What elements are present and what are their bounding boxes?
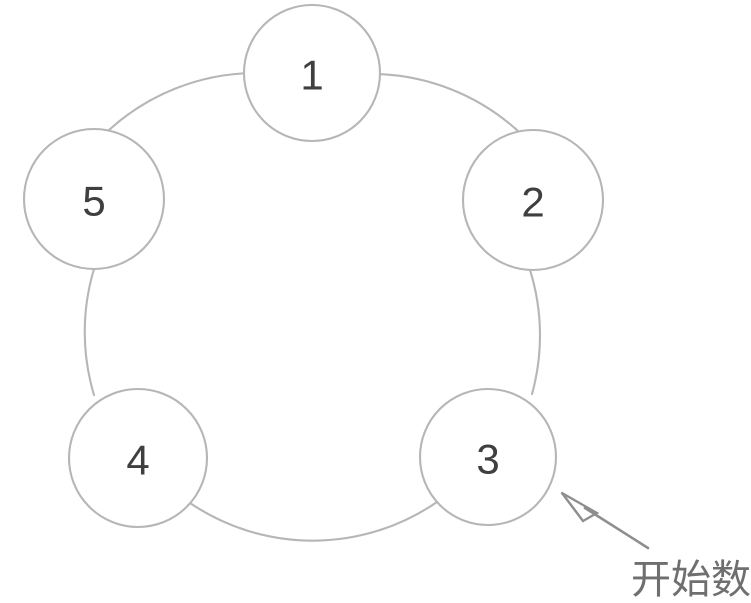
node-label-5: 5: [82, 178, 105, 225]
node-circle-2[interactable]: [461, 128, 605, 272]
arc-2-to-3: [528, 268, 542, 396]
node-circle-1[interactable]: [242, 3, 382, 143]
node-group-5[interactable]: 5: [22, 127, 166, 271]
node-circle-5[interactable]: [22, 127, 166, 271]
arc-3-to-4: [188, 500, 439, 542]
arc-4-to-5: [83, 267, 96, 397]
node-circle-3[interactable]: [418, 387, 558, 527]
node-label-3: 3: [476, 436, 499, 483]
annotation-label: 开始数: [631, 557, 751, 603]
arc-1-to-2: [370, 72, 520, 133]
node-group-1[interactable]: 1: [242, 3, 382, 143]
node-label-4: 4: [126, 437, 149, 484]
arrow-head-inner-line: [560, 491, 585, 523]
ring-connections: [83, 71, 542, 542]
node-label-2: 2: [521, 179, 544, 226]
node-label-1: 1: [300, 52, 323, 99]
node-group-3[interactable]: 3: [418, 387, 558, 527]
arc-5-to-1: [106, 71, 255, 133]
annotation-arrow: [560, 491, 650, 550]
node-group-4[interactable]: 4: [67, 387, 209, 529]
node-group-2[interactable]: 2: [461, 128, 605, 272]
node-circle-4[interactable]: [67, 387, 209, 529]
